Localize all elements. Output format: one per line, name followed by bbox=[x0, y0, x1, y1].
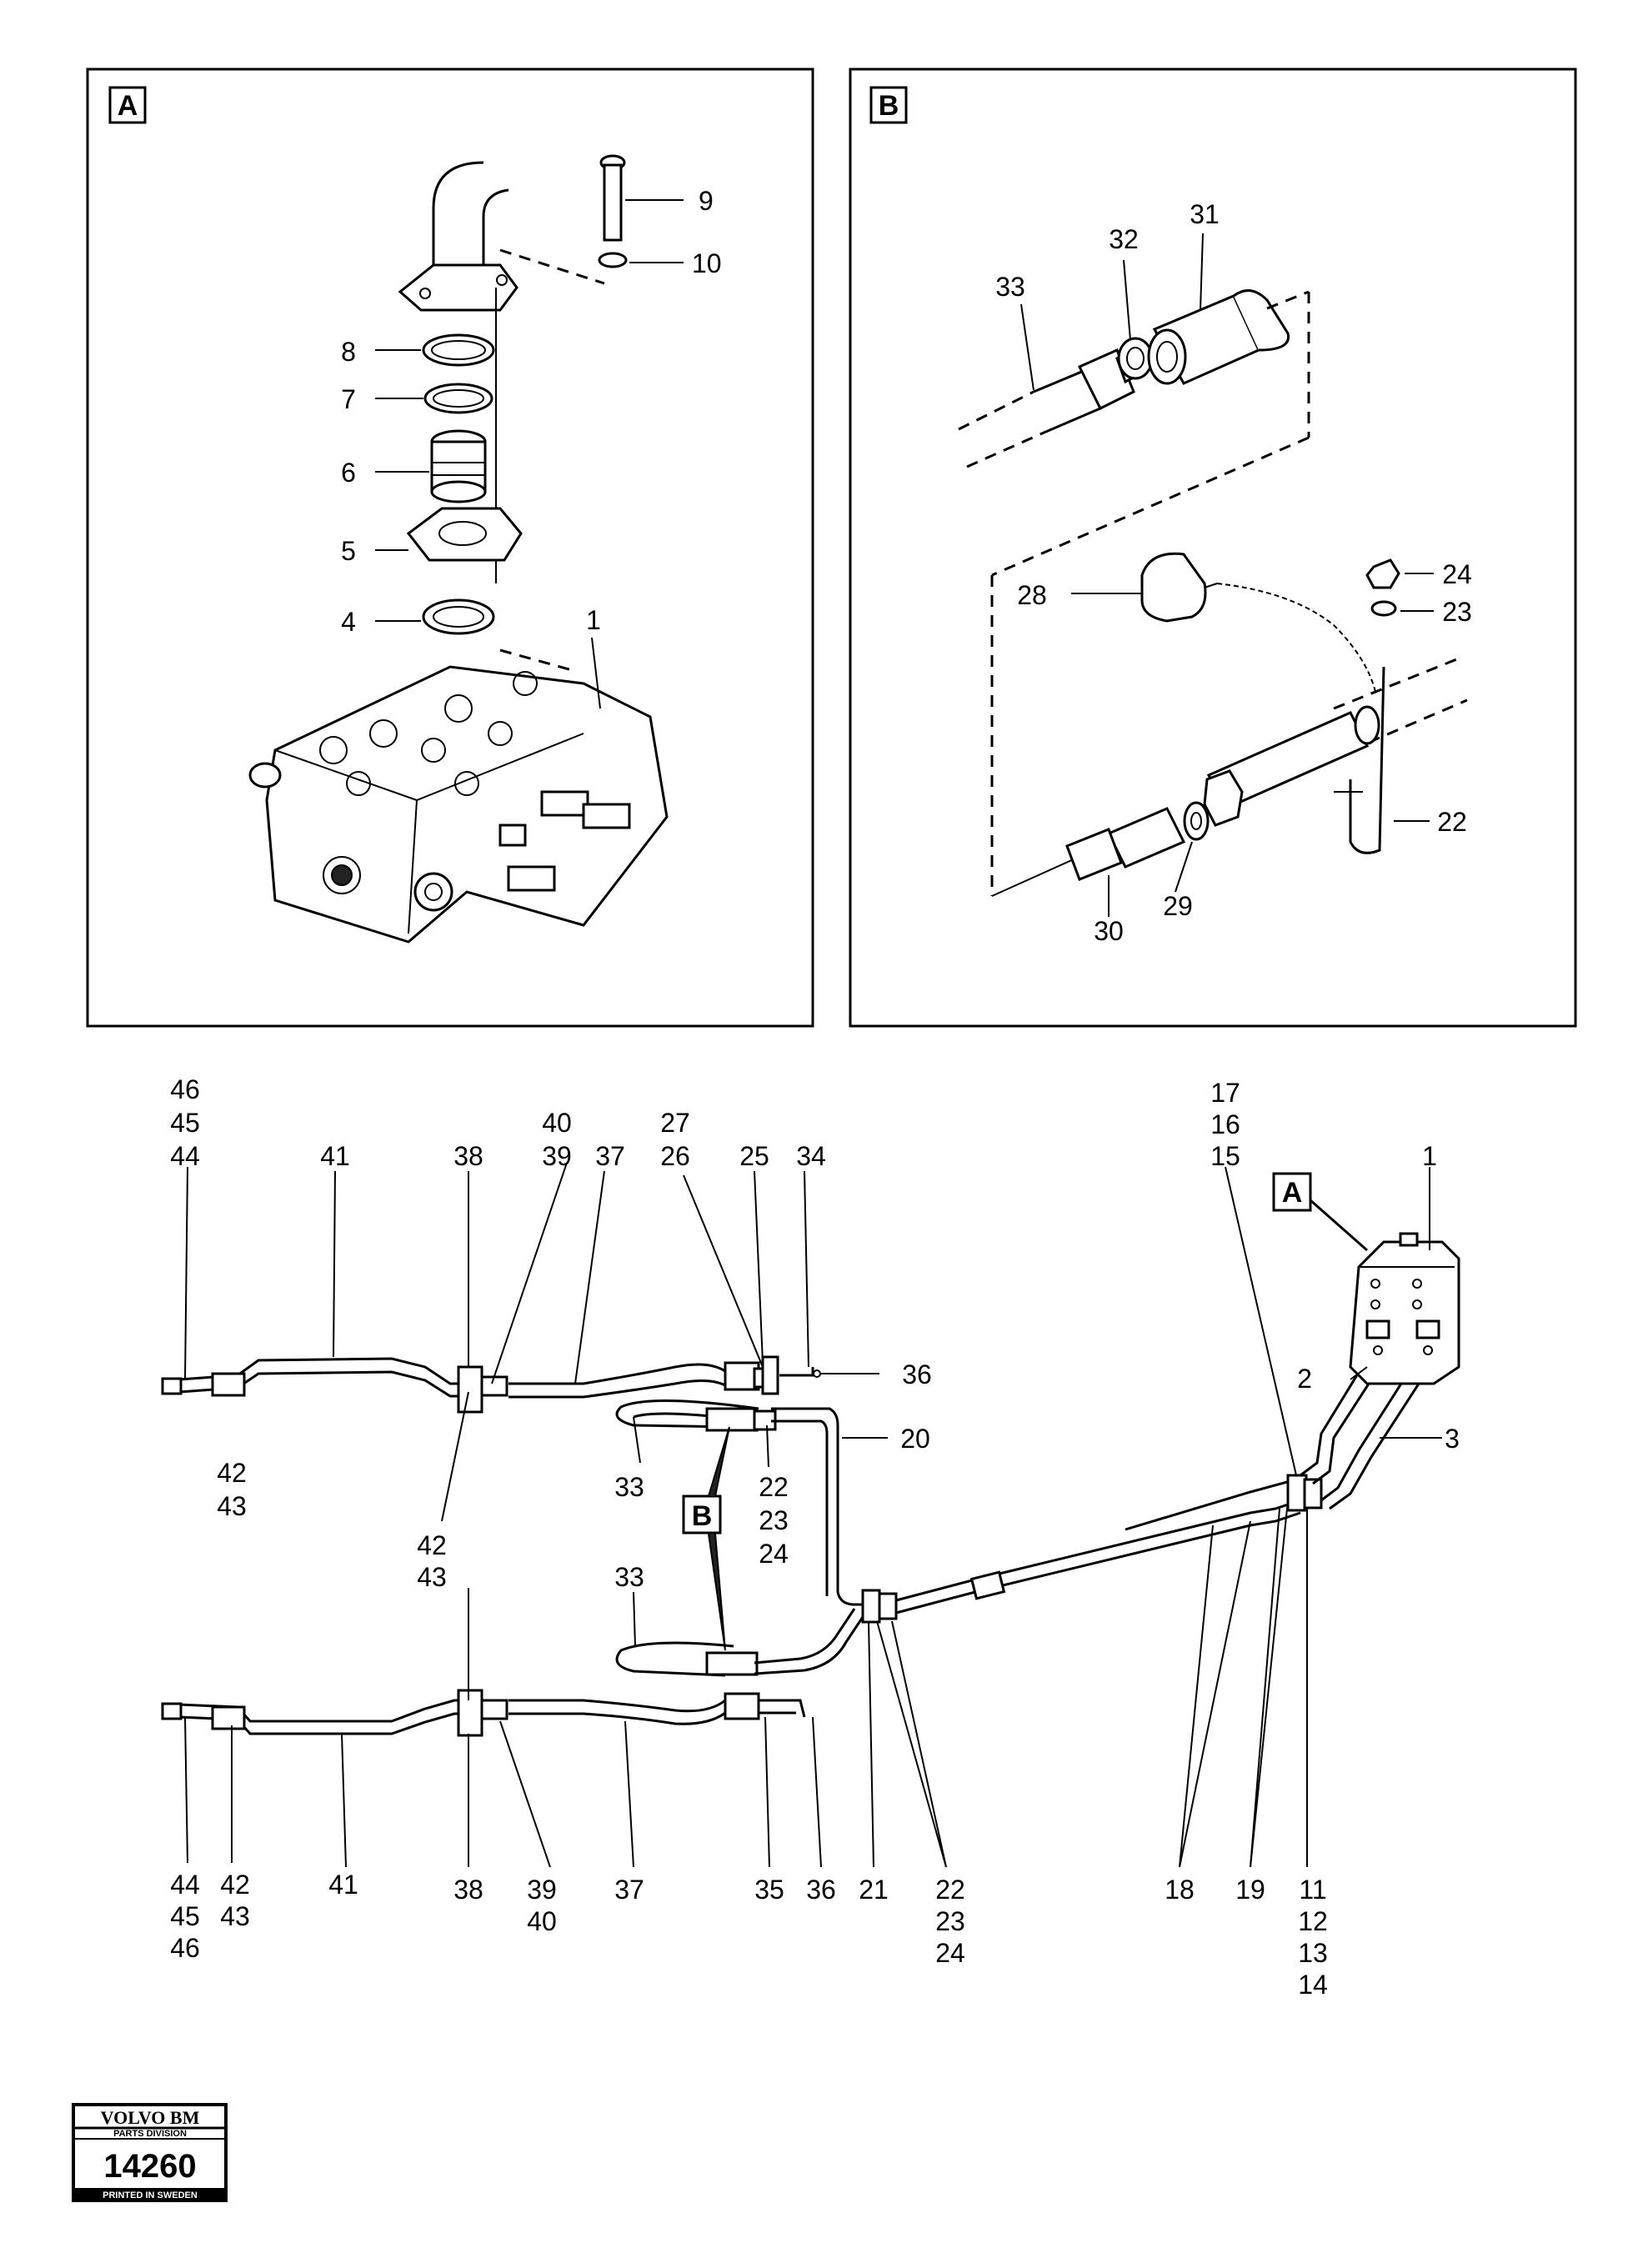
label-25: 25 bbox=[739, 1141, 769, 1171]
label-22-detail: 22 bbox=[1437, 807, 1467, 837]
label-16: 16 bbox=[1210, 1109, 1240, 1139]
label-7: 7 bbox=[341, 384, 356, 414]
stamp-printed: PRINTED IN SWEDEN bbox=[103, 2190, 198, 2200]
label-36-upper: 36 bbox=[902, 1359, 932, 1389]
label-12: 12 bbox=[1298, 1906, 1328, 1936]
label-41-lower: 41 bbox=[328, 1870, 358, 1900]
label-42-upper: 42 bbox=[217, 1458, 247, 1488]
label-42-mid: 42 bbox=[417, 1530, 447, 1560]
label-45-upper: 45 bbox=[170, 1108, 200, 1138]
label-43-mid: 43 bbox=[417, 1562, 447, 1592]
label-24-upper: 24 bbox=[759, 1539, 789, 1569]
label-11: 11 bbox=[1299, 1875, 1326, 1905]
label-35: 35 bbox=[754, 1875, 784, 1905]
label-33-detail: 33 bbox=[995, 272, 1025, 302]
label-28: 28 bbox=[1017, 580, 1047, 610]
label-29: 29 bbox=[1163, 891, 1193, 921]
label-9: 9 bbox=[699, 186, 714, 216]
callout-a-label: A bbox=[1282, 1177, 1303, 1209]
label-3: 3 bbox=[1445, 1424, 1460, 1454]
bolt-9 bbox=[598, 154, 628, 268]
label-40-lower: 40 bbox=[527, 1906, 557, 1936]
label-39-upper: 39 bbox=[542, 1141, 572, 1171]
callout-b-label: B bbox=[692, 1500, 713, 1532]
label-26: 26 bbox=[660, 1141, 690, 1171]
label-31: 31 bbox=[1190, 199, 1220, 229]
label-30: 30 bbox=[1094, 916, 1124, 946]
stamp-number: 14260 bbox=[103, 2148, 196, 2185]
label-36-lower: 36 bbox=[806, 1875, 836, 1905]
detail-a-tag: A bbox=[118, 90, 138, 122]
label-32: 32 bbox=[1109, 224, 1139, 254]
label-46-upper: 46 bbox=[170, 1074, 200, 1104]
label-22-upper: 22 bbox=[759, 1472, 789, 1502]
label-23-detail: 23 bbox=[1442, 597, 1472, 627]
label-17: 17 bbox=[1210, 1078, 1240, 1108]
label-33-lower: 33 bbox=[614, 1562, 644, 1592]
detail-box-b: B bbox=[849, 68, 1577, 1028]
stamp-brand: VOLVO BM bbox=[101, 2107, 200, 2128]
label-5: 5 bbox=[341, 536, 356, 566]
label-37-lower: 37 bbox=[614, 1875, 644, 1905]
label-43-upper: 43 bbox=[217, 1491, 247, 1521]
main-control-valve bbox=[1349, 1232, 1460, 1385]
label-43-lower: 43 bbox=[220, 1901, 250, 1931]
label-20: 20 bbox=[900, 1424, 930, 1454]
label-18: 18 bbox=[1165, 1875, 1195, 1905]
label-13: 13 bbox=[1298, 1938, 1328, 1968]
label-44-upper: 44 bbox=[170, 1141, 200, 1171]
label-6: 6 bbox=[341, 458, 356, 488]
adapter-6 bbox=[430, 429, 487, 503]
label-44-lower: 44 bbox=[170, 1870, 200, 1900]
detail-b-tag: B bbox=[879, 90, 899, 122]
label-38-lower: 38 bbox=[453, 1875, 483, 1905]
label-2: 2 bbox=[1297, 1364, 1312, 1394]
label-15: 15 bbox=[1210, 1141, 1240, 1171]
label-23-lower: 23 bbox=[935, 1906, 965, 1936]
label-38-upper: 38 bbox=[453, 1141, 483, 1171]
label-21: 21 bbox=[859, 1875, 889, 1905]
label-39-lower: 39 bbox=[527, 1875, 557, 1905]
label-24-detail: 24 bbox=[1442, 559, 1472, 589]
label-8: 8 bbox=[341, 337, 356, 367]
detail-box-a: A bbox=[86, 68, 814, 1028]
stamp-division: PARTS DIVISION bbox=[113, 2129, 187, 2139]
label-14: 14 bbox=[1298, 1970, 1328, 2000]
label-33-upper: 33 bbox=[614, 1472, 644, 1502]
label-42-lower: 42 bbox=[220, 1870, 250, 1900]
label-27: 27 bbox=[660, 1108, 690, 1138]
label-1-main: 1 bbox=[1422, 1141, 1437, 1171]
label-41-upper: 41 bbox=[320, 1141, 350, 1171]
label-34: 34 bbox=[796, 1141, 826, 1171]
label-19: 19 bbox=[1235, 1875, 1265, 1905]
label-1-detail: 1 bbox=[586, 605, 601, 635]
label-4: 4 bbox=[341, 607, 356, 637]
label-23-upper: 23 bbox=[759, 1505, 789, 1535]
label-24-lower: 24 bbox=[935, 1938, 965, 1968]
control-valve-block bbox=[248, 665, 669, 944]
label-40-upper: 40 bbox=[542, 1108, 572, 1138]
label-10: 10 bbox=[692, 248, 722, 278]
label-22-lower: 22 bbox=[935, 1875, 965, 1905]
label-37-upper: 37 bbox=[595, 1141, 625, 1171]
label-45-lower: 45 bbox=[170, 1901, 200, 1931]
label-46-lower: 46 bbox=[170, 1933, 200, 1963]
main-assembly: A B bbox=[161, 1074, 1460, 2000]
volvo-bm-stamp: VOLVO BM PARTS DIVISION 14260 PRINTED IN… bbox=[72, 2103, 228, 2202]
